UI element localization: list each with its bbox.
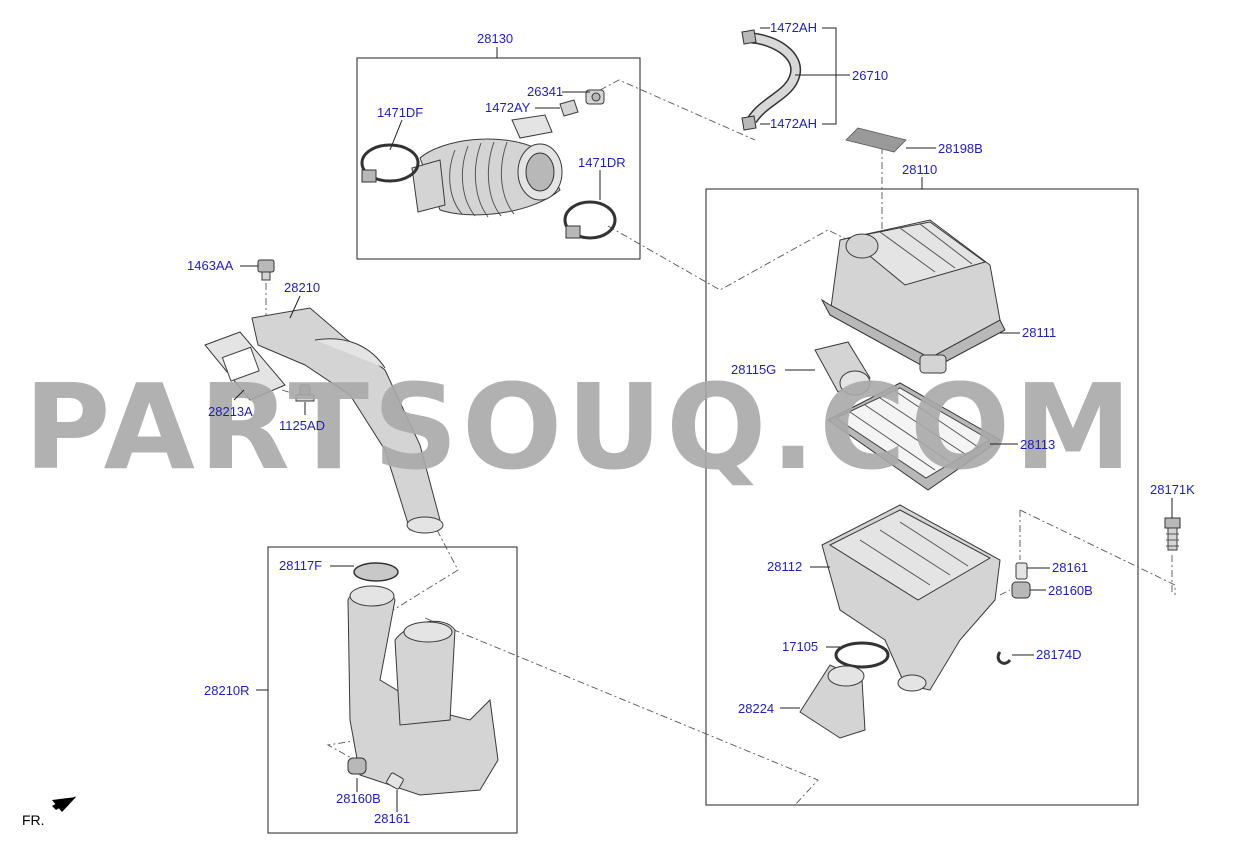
label-28115G[interactable]: 28115G	[731, 362, 776, 377]
label-1472AH-bottom[interactable]: 1472AH	[770, 116, 817, 131]
label-28110[interactable]: 28110	[902, 162, 937, 177]
duct-28224[interactable]	[799, 664, 866, 739]
label-28130[interactable]: 28130	[477, 31, 513, 46]
clip-28174D[interactable]	[996, 651, 1012, 665]
intake-duct-28210[interactable]	[251, 307, 444, 534]
bolt-28171K[interactable]	[1164, 517, 1181, 551]
lower-housing-28112[interactable]	[821, 504, 1001, 692]
grommet-28160B-left[interactable]	[347, 757, 367, 775]
gasket-17105[interactable]	[834, 641, 890, 669]
clip-1472AY[interactable]	[559, 99, 579, 117]
duct-28115G[interactable]	[814, 341, 871, 396]
sensor-26341[interactable]	[585, 89, 605, 105]
label-28174D[interactable]: 28174D	[1036, 647, 1082, 662]
bushing-28161-left[interactable]	[386, 772, 404, 790]
label-28161-left[interactable]: 28161	[374, 811, 410, 826]
seal-28117F[interactable]	[353, 562, 399, 582]
label-1471DF[interactable]: 1471DF	[377, 105, 423, 120]
air-cleaner-cover-28111[interactable]	[820, 219, 1006, 374]
label-28160B-right[interactable]: 28160B	[1048, 583, 1093, 598]
label-28210[interactable]: 28210	[284, 280, 320, 295]
leader-lines	[233, 27, 1173, 812]
label-28111[interactable]: 28111	[1022, 325, 1056, 340]
intake-hose-28130[interactable]	[411, 114, 563, 218]
resonator-28210R[interactable]	[347, 585, 499, 796]
label-28112[interactable]: 28112	[767, 559, 802, 574]
label-26710[interactable]: 26710	[852, 68, 888, 83]
group-box-28130	[356, 57, 641, 260]
hose-clamp-1471DF[interactable]	[360, 143, 420, 183]
label-17105[interactable]: 17105	[782, 639, 818, 654]
front-indicator-label: FR.	[22, 812, 45, 828]
label-26341[interactable]: 26341	[527, 84, 563, 99]
label-28160B-left[interactable]: 28160B	[336, 791, 381, 806]
label-1125AD[interactable]: 1125AD	[279, 418, 325, 433]
label-28213A[interactable]: 28213A	[208, 404, 253, 419]
bushing-28161-right[interactable]	[1015, 562, 1028, 580]
gasket-28213A[interactable]	[204, 331, 286, 401]
label-28210R[interactable]: 28210R	[204, 683, 250, 698]
hose-clamp-1471DR[interactable]	[563, 200, 617, 240]
label-28171K[interactable]: 28171K	[1150, 482, 1195, 497]
label-28117F[interactable]: 28117F	[279, 558, 322, 573]
label-28198B[interactable]: 28198B	[938, 141, 983, 156]
label-1472AY[interactable]: 1472AY	[485, 100, 531, 115]
filter-element-28113[interactable]	[827, 382, 1001, 491]
label-1471DR[interactable]: 1471DR	[578, 155, 626, 170]
arrow-down-left-icon	[52, 796, 76, 812]
label-plate-28198B[interactable]	[845, 127, 907, 153]
clamp-1472AH-top[interactable]	[741, 29, 757, 45]
clamp-1472AH-bottom[interactable]	[741, 115, 757, 131]
label-28113[interactable]: 28113	[1020, 437, 1055, 452]
watermark: PARTSOUQ.COM	[24, 358, 1136, 496]
bolt-1463AA[interactable]	[257, 259, 275, 281]
label-1463AA[interactable]: 1463AA	[187, 258, 234, 273]
label-28161-right[interactable]: 28161	[1052, 560, 1088, 575]
label-28224[interactable]: 28224	[738, 701, 774, 716]
breather-hose-26710[interactable]	[747, 32, 802, 124]
bolt-1125AD[interactable]	[295, 384, 315, 402]
grommet-28160B-right[interactable]	[1011, 581, 1031, 599]
label-1472AH-top[interactable]: 1472AH	[770, 20, 817, 35]
